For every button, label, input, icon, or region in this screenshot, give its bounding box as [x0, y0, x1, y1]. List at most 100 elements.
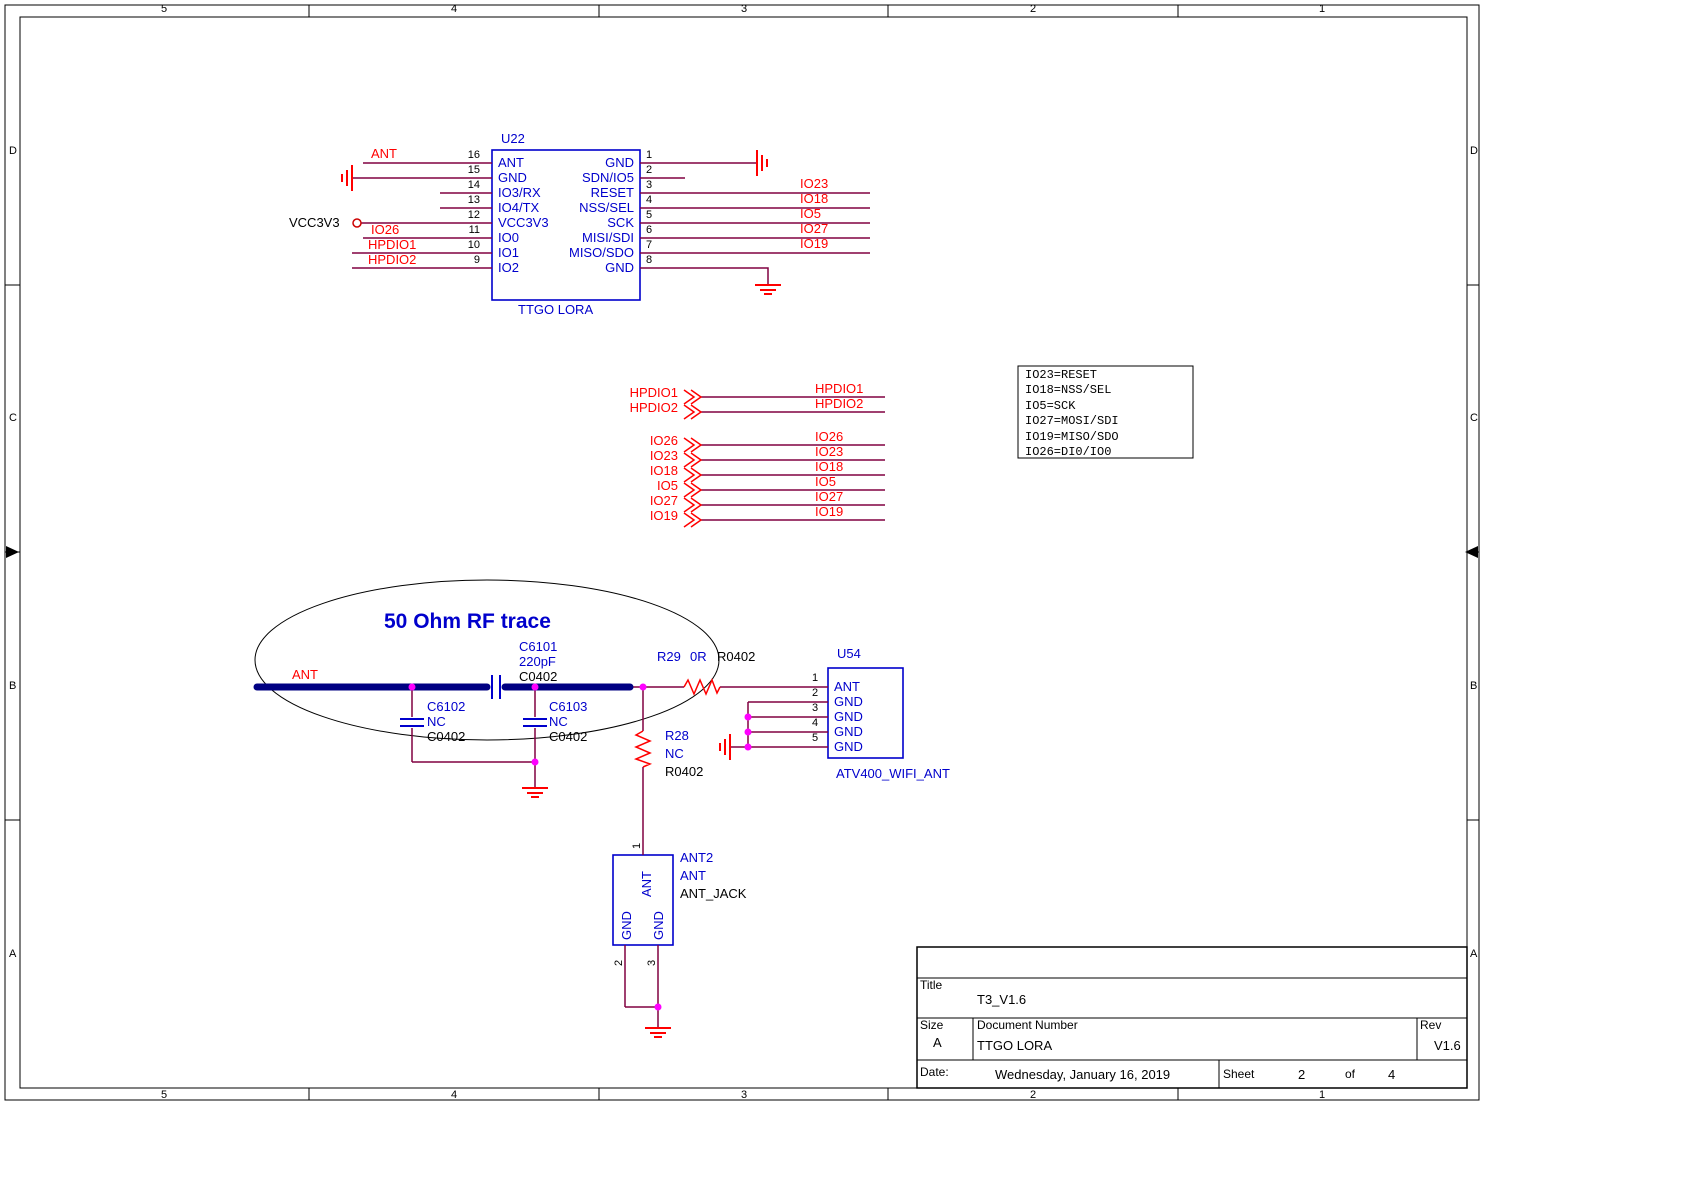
- u22-pin-number: 15: [467, 164, 480, 176]
- u22-left-wires: [352, 162, 492, 269]
- u54-pin-number: 1: [812, 672, 819, 684]
- net-label: IO26: [815, 429, 844, 444]
- net-label-io18: IO18: [800, 191, 829, 206]
- note-line: IO26=DI0/IO0: [1025, 445, 1112, 459]
- net-label: IO23: [815, 444, 844, 459]
- rf-trace-callout: 50 Ohm RF trace: [384, 610, 551, 633]
- u22-pin-number: 6: [646, 224, 653, 236]
- titleblock-doc: TTGO LORA: [977, 1038, 1053, 1053]
- frame-col-label: 5: [160, 3, 168, 15]
- u22-pin-number: 8: [646, 254, 653, 266]
- jack-refdes: ANT2: [680, 850, 714, 865]
- u22-pin-number: 9: [473, 254, 480, 266]
- gnd-jack: [645, 1027, 671, 1038]
- jack-pin-name: GND: [619, 911, 634, 940]
- frame-col-label: 4: [450, 1089, 458, 1101]
- net-label-io26: IO26: [371, 222, 400, 237]
- u22-right-wires: [640, 162, 870, 285]
- r29-value: 0R: [690, 649, 707, 664]
- frame-row-label: A: [9, 948, 17, 960]
- r28-footprint: R0402: [665, 764, 704, 779]
- titleblock-sheet-total: 4: [1388, 1067, 1396, 1082]
- u54-pin-name: GND: [834, 724, 863, 739]
- r29-symbol: [683, 678, 721, 696]
- frame-col-label: 1: [1318, 3, 1326, 15]
- net-label-io23: IO23: [800, 176, 829, 191]
- u54-part-name: ATV400_WIFI_ANT: [836, 766, 950, 781]
- c6102-footprint: C0402: [427, 729, 466, 744]
- frame-row-label: B: [1470, 680, 1478, 692]
- right-edge-arrow-icon: [1465, 546, 1478, 558]
- net-label-ant: ANT: [292, 667, 318, 682]
- u22-pin-name: ANT: [498, 155, 524, 170]
- titleblock-sheet: 2: [1298, 1067, 1306, 1082]
- gnd-caps: [522, 787, 548, 798]
- u22-pin-name: GND: [605, 260, 634, 275]
- jack-pin-number: 3: [646, 959, 658, 966]
- rf-callout-ellipse: [254, 579, 720, 741]
- net-label: IO5: [657, 478, 678, 493]
- note-line: IO19=MISO/SDO: [1025, 430, 1119, 444]
- gnd-u54: [719, 734, 731, 760]
- u22-pin-number: 1: [646, 149, 653, 161]
- titleblock-date: Wednesday, January 16, 2019: [995, 1067, 1171, 1082]
- titleblock-size: A: [933, 1035, 942, 1050]
- r28-value: NC: [665, 746, 684, 761]
- titleblock-size-label: Size: [920, 1018, 944, 1032]
- titleblock-rev: V1.6: [1434, 1038, 1461, 1053]
- u22-pin-number: 16: [467, 149, 480, 161]
- vcc-power-node-icon: [352, 218, 362, 228]
- frame-row-label: C: [9, 412, 17, 424]
- frame-col-label: 3: [740, 1089, 748, 1101]
- u22-pin-name: IO0: [498, 230, 519, 245]
- c6101-refdes: C6101: [519, 639, 558, 654]
- frame-row-label: D: [9, 145, 17, 157]
- u22-pin-name: SDN/IO5: [581, 170, 634, 185]
- note-line: IO23=RESET: [1025, 368, 1098, 382]
- wires: [352, 162, 885, 1028]
- u54-pin-number: 3: [812, 702, 819, 714]
- frame-col-label: 3: [740, 3, 748, 15]
- capacitor-symbols: [400, 675, 547, 727]
- u22-refdes: U22: [501, 131, 525, 146]
- u54-pin-number: 4: [812, 717, 819, 729]
- c6102-value: NC: [427, 714, 446, 729]
- c6101-footprint: C0402: [519, 669, 558, 684]
- net-label: HPDIO1: [629, 385, 678, 400]
- frame-row-label: C: [1470, 412, 1478, 424]
- jack-pin-name: ANT: [639, 871, 654, 897]
- titleblock-date-label: Date:: [920, 1065, 949, 1079]
- u22-pin-name: IO2: [498, 260, 519, 275]
- u54-body: [827, 667, 904, 759]
- ground-symbols: [341, 150, 781, 1038]
- frame-row-label: A: [1470, 948, 1478, 960]
- u54-pin-name: GND: [834, 709, 863, 724]
- u22-pin-number: 4: [646, 194, 653, 206]
- r29-refdes: R29: [657, 649, 681, 664]
- net-label-io19: IO19: [800, 236, 829, 251]
- u54-pin-name: GND: [834, 739, 863, 754]
- c6103-value: NC: [549, 714, 568, 729]
- u54-pin-name: GND: [834, 694, 863, 709]
- net-label: IO27: [815, 489, 844, 504]
- u54-pin-number: 5: [812, 732, 819, 744]
- titleblock-doc-label: Document Number: [977, 1018, 1078, 1032]
- net-label: HPDIO1: [815, 381, 864, 396]
- jack-pin-number: 2: [613, 959, 625, 966]
- c6103-footprint: C0402: [549, 729, 588, 744]
- resistor-symbols: [633, 389, 721, 768]
- c6103-symbol: [523, 718, 547, 727]
- gnd-u22-pin8: [755, 284, 781, 295]
- u22-pin-name: IO3/RX: [498, 185, 541, 200]
- u22-pin-number: 2: [646, 164, 653, 176]
- net-label: HPDIO2: [815, 396, 864, 411]
- r28-symbol: [633, 730, 653, 768]
- u22-pin-name: GND: [498, 170, 527, 185]
- u54-refdes: U54: [837, 646, 861, 661]
- u22-pin-name: IO4/TX: [498, 200, 540, 215]
- u22-part-name: TTGO LORA: [518, 302, 594, 317]
- frame-col-label: 2: [1029, 1089, 1037, 1101]
- titleblock-sheet-label: Sheet: [1223, 1067, 1255, 1081]
- u54-pin-number: 2: [812, 687, 819, 699]
